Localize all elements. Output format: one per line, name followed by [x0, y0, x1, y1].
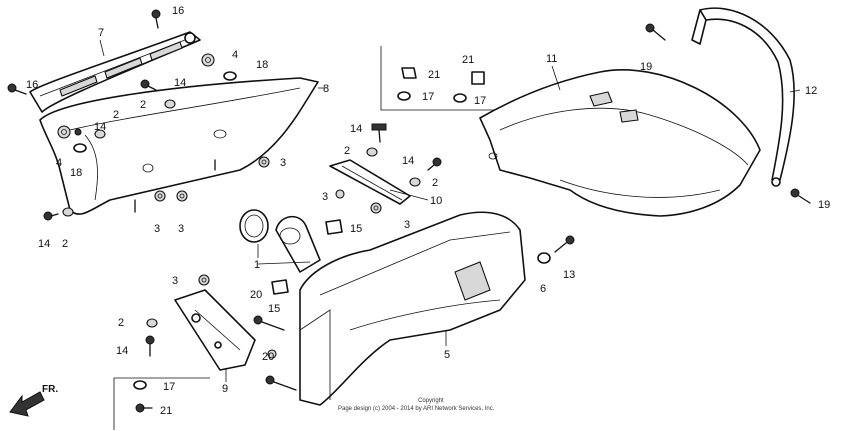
callout-18b: 18	[70, 167, 82, 179]
callout-21a: 21	[428, 69, 440, 81]
callout-15a: 15	[350, 223, 362, 235]
callout-21c: 21	[160, 405, 172, 417]
part-8-side-cover	[39, 77, 319, 215]
callout-1: 1	[254, 259, 260, 271]
callout-3a: 3	[280, 157, 286, 169]
callout-2e: 2	[432, 177, 438, 189]
callout-12: 12	[805, 85, 817, 97]
callout-labels: 16 7 4 18 16 14 8 2 2 14 4 18 3 3 3 14 2…	[26, 5, 830, 417]
callout-2b: 2	[113, 109, 119, 121]
callout-17a: 17	[422, 91, 434, 103]
copyright-line-1: Copyright	[418, 398, 444, 404]
part-12-stay	[691, 7, 795, 187]
callout-14c: 14	[38, 238, 50, 250]
callout-19b: 19	[818, 199, 830, 211]
callout-3e: 3	[404, 219, 410, 231]
callout-17b: 17	[474, 95, 486, 107]
callout-17c: 17	[163, 381, 175, 393]
callout-8: 8	[323, 83, 329, 95]
part-hose-clamp	[275, 215, 321, 273]
part-9-lower-cover	[174, 289, 256, 371]
callout-14b: 14	[94, 121, 106, 133]
callout-11: 11	[546, 53, 557, 65]
fasteners	[7, 9, 811, 413]
callout-6: 6	[540, 283, 546, 295]
part-10-bracket	[329, 159, 411, 205]
callout-15b: 15	[268, 303, 280, 315]
front-direction-indicator: FR.	[9, 384, 58, 417]
part-11-fender	[479, 69, 761, 217]
callout-3b: 3	[154, 223, 160, 235]
callout-3d: 3	[322, 191, 328, 203]
front-arrow-icon	[9, 391, 45, 417]
callout-20a: 20	[250, 289, 262, 301]
callout-14e: 14	[402, 155, 414, 167]
callout-3f: 3	[172, 275, 178, 287]
part-1-ring	[239, 209, 269, 243]
callout-2d: 2	[344, 145, 350, 157]
callout-9: 9	[222, 383, 228, 395]
callout-2a: 2	[140, 99, 146, 111]
copyright-line-2: Page design (c) 2004 - 2014 by ARI Netwo…	[338, 406, 495, 412]
callout-14d: 14	[350, 123, 362, 135]
callout-16b: 16	[26, 79, 38, 91]
callout-20b: 20	[262, 351, 274, 363]
callout-5: 5	[444, 349, 450, 361]
box-group-17-21-bottom	[113, 377, 210, 430]
callout-14a: 14	[174, 77, 186, 89]
copyright-notice: Copyright Page design (c) 2004 - 2014 by…	[338, 398, 495, 412]
callout-19a: 19	[640, 61, 652, 73]
callout-18a: 18	[256, 59, 268, 71]
callout-7: 7	[98, 27, 104, 39]
callout-14f: 14	[116, 345, 128, 357]
callout-13: 13	[563, 269, 575, 281]
callout-10: 10	[430, 195, 442, 207]
callout-4a: 4	[232, 49, 238, 61]
box-group-21-17-top	[380, 46, 495, 111]
callout-2f: 2	[118, 317, 124, 329]
leader-lines	[99, 39, 801, 382]
part-7-rail	[29, 31, 201, 113]
callout-21b: 21	[462, 54, 474, 66]
callout-4b: 4	[56, 157, 62, 169]
part-5-airbox	[299, 211, 526, 406]
front-label: FR.	[42, 384, 58, 395]
callout-2c: 2	[62, 238, 68, 250]
callout-3c: 3	[178, 223, 184, 235]
callout-16a: 16	[172, 5, 184, 17]
